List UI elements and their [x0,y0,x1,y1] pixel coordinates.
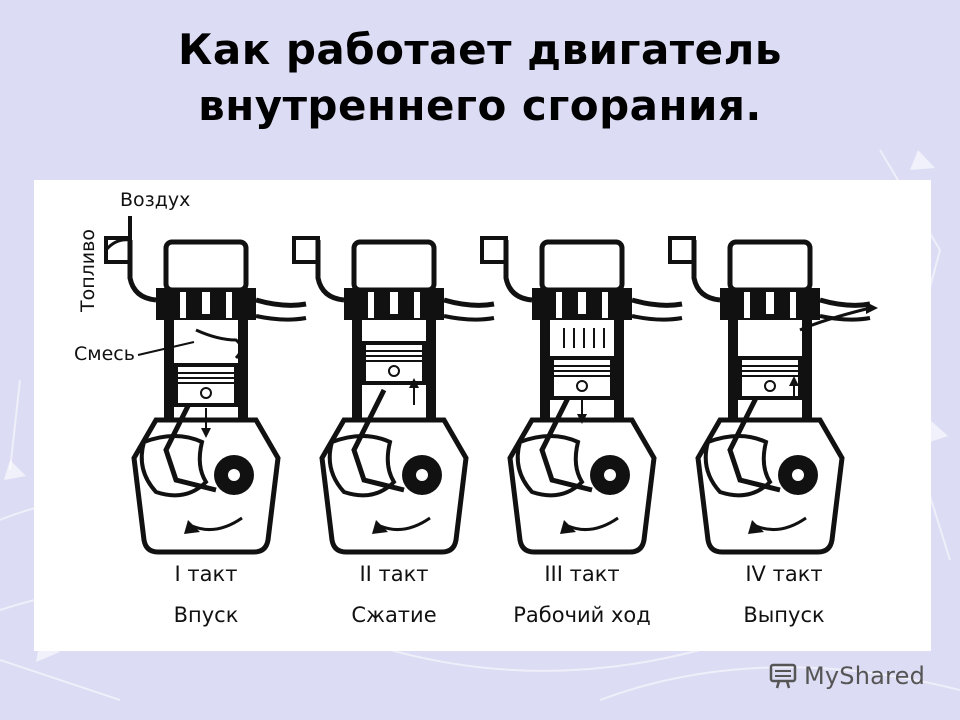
stroke-1-number: I такт [175,562,238,586]
stroke-4-name: Выпуск [743,603,824,627]
engine-stroke-4 [670,238,878,552]
slide-title: Как работает двигатель внутреннего сгора… [0,22,960,134]
engine-stroke-3 [482,238,682,552]
stroke-2-name: Сжатие [351,603,436,627]
stroke-4-number: IV такт [745,562,822,586]
myshared-watermark[interactable]: MyShared [768,656,938,696]
engine-cycle-drawing: Воздух Топливо Смесь I такт Впуск II так… [74,189,878,627]
stroke-3-number: III такт [544,562,619,586]
stroke-3-name: Рабочий ход [513,603,651,627]
engine-stroke-2 [294,238,494,552]
stroke-1-name: Впуск [174,603,239,627]
air-label: Воздух [120,189,190,211]
slide-title-line-2: внутреннего сгорания. [198,81,762,130]
slide-title-line-1: Как работает двигатель [178,25,782,74]
mixture-label: Смесь [74,343,135,365]
engine-stroke-1 [106,216,306,552]
engine-cycle-diagram: Воздух Топливо Смесь I такт Впуск II так… [34,180,931,651]
myshared-logo-icon [769,663,797,689]
stroke-2-number: II такт [359,562,428,586]
fuel-label: Топливо [77,229,99,313]
watermark-text: MyShared [804,662,926,690]
